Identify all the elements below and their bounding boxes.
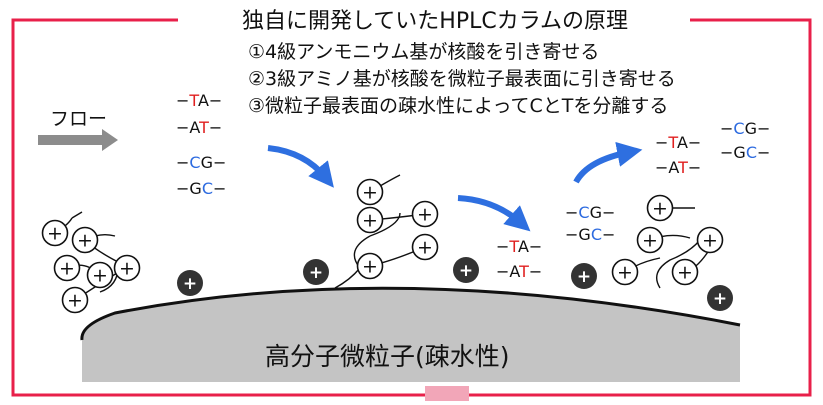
plus-symbol: + xyxy=(652,198,668,220)
quaternary-ammonium-plus-icon: + xyxy=(53,254,81,282)
base-pair-cg: −CG− xyxy=(176,153,226,172)
quaternary-ammonium-plus-icon: + xyxy=(646,194,674,222)
plus-symbol: + xyxy=(642,230,658,252)
plus-symbol: + xyxy=(702,230,718,252)
quaternary-ammonium-plus-icon: + xyxy=(611,258,639,286)
plus-symbol: + xyxy=(47,223,63,245)
particle-label: 高分子微粒子(疎水性) xyxy=(265,342,510,371)
frame-border xyxy=(11,18,812,397)
base-pair-ta: −TA− xyxy=(496,237,542,256)
tertiary-amino-bead-icon: + xyxy=(707,285,733,311)
base-pair-cg: −CG− xyxy=(565,203,615,222)
point-2: ②3級アミノ基が核酸を微粒子最表面に引き寄せる xyxy=(248,68,676,90)
plus-symbol: + xyxy=(183,274,197,294)
tertiary-amino-bead-icon: + xyxy=(303,259,329,285)
quaternary-ammonium-plus-icon: + xyxy=(411,200,439,228)
plus-symbol: + xyxy=(92,265,108,287)
base-pair-ta: −TA− xyxy=(176,91,222,110)
plus-symbol: + xyxy=(577,267,591,287)
plus-symbol: + xyxy=(59,258,75,280)
plus-symbol: + xyxy=(362,182,378,204)
dark-bead-group: + + + + + xyxy=(177,257,733,311)
base-pair-ta: −TA− xyxy=(655,133,701,152)
base-pair-at: −AT− xyxy=(176,118,222,137)
point-3: ③微粒子最表面の疎水性によってCとTを分離する xyxy=(248,95,668,117)
plus-symbol: + xyxy=(309,263,323,283)
plus-symbol: + xyxy=(362,256,378,278)
plus-symbol: + xyxy=(713,289,727,309)
quaternary-ammonium-plus-icon: + xyxy=(71,226,99,254)
flow-arrow-icon xyxy=(38,129,118,151)
plus-symbol: + xyxy=(417,204,433,226)
quaternary-ammonium-plus-icon: + xyxy=(356,252,384,280)
plus-symbol: + xyxy=(77,230,93,252)
plus-symbol: + xyxy=(617,262,633,284)
polymer-particle xyxy=(81,288,740,382)
curved-arrow-3-icon xyxy=(573,141,643,184)
plus-symbol: + xyxy=(459,261,473,281)
quaternary-ammonium-plus-icon: + xyxy=(61,286,89,314)
tertiary-amino-bead-icon: + xyxy=(571,263,597,289)
plus-symbol: + xyxy=(362,210,378,232)
curved-arrow-1-icon xyxy=(267,145,334,188)
curved-arrow-2-icon xyxy=(457,195,531,232)
quaternary-ammonium-plus-icon: + xyxy=(356,178,384,206)
flow-label: フロー xyxy=(50,108,107,130)
base-pair-gc: −GC− xyxy=(720,143,770,162)
quaternary-ammonium-plus-icon: + xyxy=(113,254,141,282)
base-pair-at: −AT− xyxy=(496,262,542,281)
base-pair-at: −AT− xyxy=(655,158,701,177)
tertiary-amino-bead-icon: + xyxy=(453,257,479,283)
base-pair-gc: −GC− xyxy=(176,179,226,198)
quaternary-ammonium-plus-icon: + xyxy=(41,219,69,247)
frame-tab xyxy=(425,386,469,401)
diagram-title: 独自に開発していたHPLCカラムの原理 xyxy=(242,9,628,34)
point-1: ①4級アンモニウム基が核酸を引き寄せる xyxy=(248,41,599,63)
plus-symbol: + xyxy=(417,237,433,259)
plus-circle-group: ++++++++++++++++ xyxy=(41,178,724,314)
quaternary-ammonium-plus-icon: + xyxy=(411,233,439,261)
particle-surface-line xyxy=(80,286,741,341)
plus-symbol: + xyxy=(67,290,83,312)
plus-symbol: + xyxy=(677,262,693,284)
base-pair-labels: −TA− −AT− −CG− −GC− −CG− −GC− −TA− −AT− −TA− −AT−… xyxy=(176,91,770,281)
quaternary-ammonium-plus-icon: + xyxy=(671,258,699,286)
plus-symbol: + xyxy=(119,258,135,280)
tertiary-amino-bead-icon: + xyxy=(177,270,203,296)
quaternary-ammonium-plus-icon: + xyxy=(696,226,724,254)
quaternary-ammonium-plus-icon: + xyxy=(86,261,114,289)
quaternary-ammonium-plus-icon: + xyxy=(636,226,664,254)
quaternary-ammonium-plus-icon: + xyxy=(356,206,384,234)
base-pair-gc: −GC− xyxy=(565,225,615,244)
base-pair-cg: −CG− xyxy=(720,119,770,138)
